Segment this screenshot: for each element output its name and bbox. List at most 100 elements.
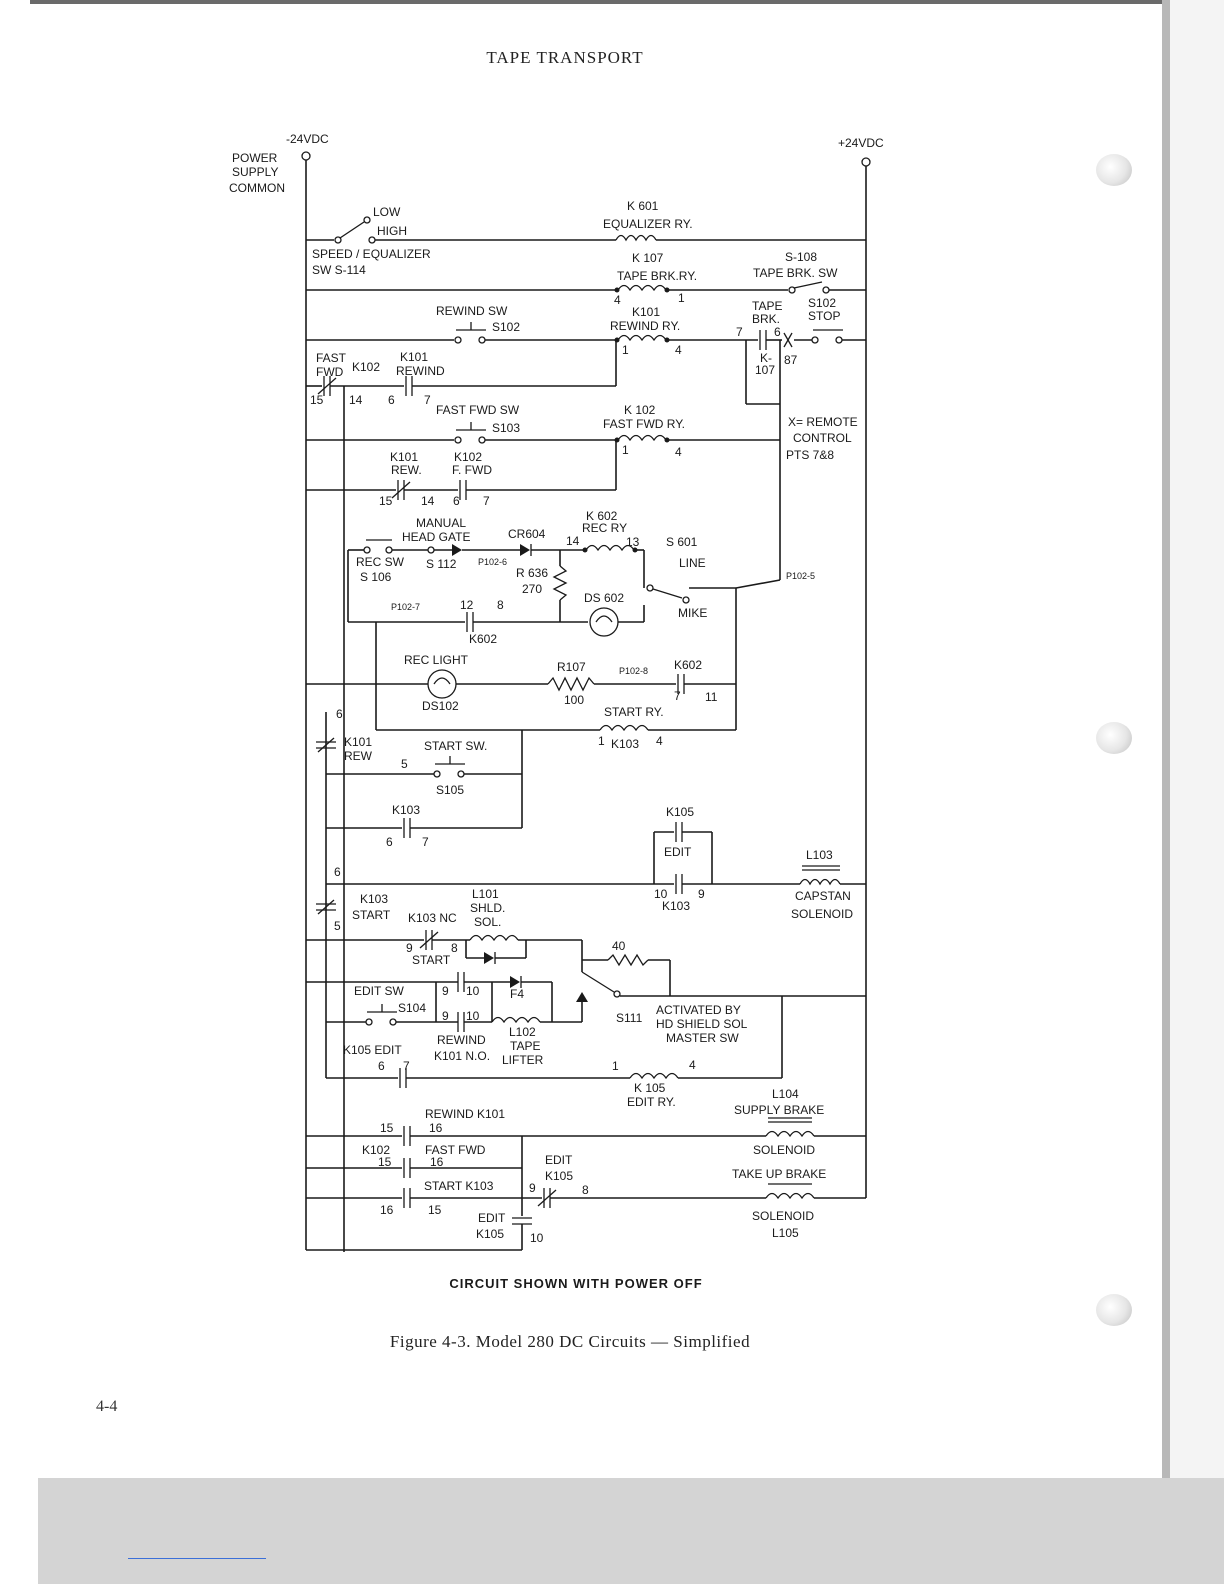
- label-editsw2: S104: [398, 1001, 426, 1015]
- label-r636b: 270: [522, 582, 542, 596]
- label-l101b: SHLD.: [470, 901, 505, 915]
- ds602-lamp-icon: [589, 607, 619, 637]
- label-p6e: 6: [334, 865, 341, 879]
- label-rwsw2: S102: [492, 320, 520, 334]
- label-k103p4: 4: [656, 734, 663, 748]
- label-editsw1: EDIT SW: [354, 984, 404, 998]
- label-l101a: L101: [472, 887, 499, 901]
- label-rwsw1: REWIND SW: [436, 304, 508, 318]
- label-p9b: 9: [406, 941, 413, 955]
- label-r636a: R 636: [516, 566, 548, 580]
- label-l101c: SOL.: [474, 915, 501, 929]
- scan-bottom-band: [38, 1478, 1224, 1584]
- label-p7d: 7: [422, 835, 429, 849]
- label-rwno2: K101 N.O.: [434, 1049, 490, 1063]
- label-p9a: 9: [698, 887, 705, 901]
- label-mike: MIKE: [678, 606, 707, 620]
- l102-coil: [491, 1016, 541, 1024]
- label-k105p4: 4: [689, 1058, 696, 1072]
- label-p6c: 6: [336, 707, 343, 721]
- label-s108b: TAPE BRK. SW: [753, 266, 838, 280]
- label-r107b: 100: [564, 693, 584, 707]
- label-p6d: 6: [386, 835, 393, 849]
- label-recsw2: S 106: [360, 570, 392, 584]
- label-s111: S111: [616, 1011, 643, 1025]
- label-k103st1: K103: [360, 892, 388, 906]
- label-tbp87: 87: [784, 353, 798, 367]
- label-pos24: +24VDC: [838, 136, 884, 150]
- label-f4: F4: [510, 987, 524, 1001]
- label-high: HIGH: [377, 224, 407, 238]
- label-p7b: 7: [483, 494, 490, 508]
- s111-blade: [581, 971, 615, 993]
- binder-hole-icon: [1096, 722, 1132, 754]
- label-mhg1: MANUAL: [416, 516, 466, 530]
- label-p16e: 16: [380, 1203, 394, 1217]
- label-p7c: 7: [674, 689, 681, 703]
- label-s112: S 112: [426, 557, 457, 571]
- label-tub2: SOLENOID: [752, 1209, 814, 1223]
- label-start2: START: [412, 953, 451, 967]
- k105-coil: [629, 1072, 679, 1080]
- scan-top-edge: [30, 0, 1170, 4]
- label-p10e: 10: [530, 1231, 544, 1245]
- r107-resistor: [547, 676, 595, 692]
- label-r40: 40: [612, 939, 626, 953]
- label-k101b: REWIND RY.: [610, 319, 680, 333]
- label-mhg2: HEAD GATE: [402, 530, 470, 544]
- label-act3: MASTER SW: [666, 1031, 739, 1045]
- label-k107p1: 1: [678, 291, 685, 305]
- label-rwk101: REWIND K101: [425, 1107, 505, 1121]
- label-k101rew2: REW.: [391, 463, 422, 477]
- label-k103nc: K103 NC: [408, 911, 457, 925]
- label-tbp7: 7: [736, 325, 743, 339]
- label-k102ff1: K102: [454, 450, 482, 464]
- label-p15c: 15: [380, 1121, 394, 1135]
- label-p7a: 7: [424, 393, 431, 407]
- label-s108a: S-108: [785, 250, 817, 264]
- label-editk105c: EDIT: [478, 1211, 506, 1225]
- label-remote1: X= REMOTE: [788, 415, 858, 429]
- figure-caption: Figure 4-3. Model 280 DC Circuits — Simp…: [389, 1332, 751, 1351]
- neg-terminal: [301, 151, 311, 161]
- label-p6f: 6: [378, 1059, 385, 1073]
- label-low: LOW: [373, 205, 401, 219]
- label-p15d: 15: [378, 1155, 392, 1169]
- label-k105ry2: EDIT RY.: [627, 1095, 676, 1109]
- label-tub1: TAKE UP BRAKE: [732, 1167, 826, 1181]
- label-k102a: K 102: [624, 403, 656, 417]
- label-k105edit: K105 EDIT: [343, 1043, 402, 1057]
- label-k103st2: START: [352, 908, 391, 922]
- binder-hole-icon: [1096, 1294, 1132, 1326]
- label-rwno1: REWIND: [437, 1033, 486, 1047]
- label-p15a: 15: [310, 393, 324, 407]
- label-act1: ACTIVATED BY: [656, 1003, 741, 1017]
- k101-coil: [617, 334, 667, 342]
- label-k101a: K101: [632, 305, 660, 319]
- label-p5b: 5: [334, 919, 341, 933]
- label-p15b: 15: [379, 494, 393, 508]
- label-k105a: K105: [666, 805, 694, 819]
- f4-diode: [510, 976, 520, 988]
- label-ffk101: K101: [400, 350, 428, 364]
- scan-right-edge: [1162, 0, 1170, 1490]
- label-k103c: K103: [662, 899, 690, 913]
- label-editk105a: EDIT: [545, 1153, 573, 1167]
- label-p14a: 14: [349, 393, 363, 407]
- cr604-diode: [520, 544, 530, 556]
- s108-blade: [793, 281, 823, 289]
- label-edit1: EDIT: [664, 845, 692, 859]
- k107-coil: [617, 284, 667, 292]
- label-ff1: FAST: [316, 351, 347, 365]
- label-p9d: 9: [442, 1009, 449, 1023]
- label-p1026: P102-6: [478, 557, 507, 567]
- pos-terminal: [861, 157, 871, 167]
- label-k102bt: K102: [362, 1143, 390, 1157]
- label-startry: START RY.: [604, 705, 664, 719]
- k103-coil: [599, 724, 649, 732]
- label-k101rw1: K101: [344, 735, 372, 749]
- label-l103c: SOLENOID: [791, 907, 853, 921]
- label-p16d: 16: [430, 1155, 444, 1169]
- label-tbk2: 107: [755, 363, 775, 377]
